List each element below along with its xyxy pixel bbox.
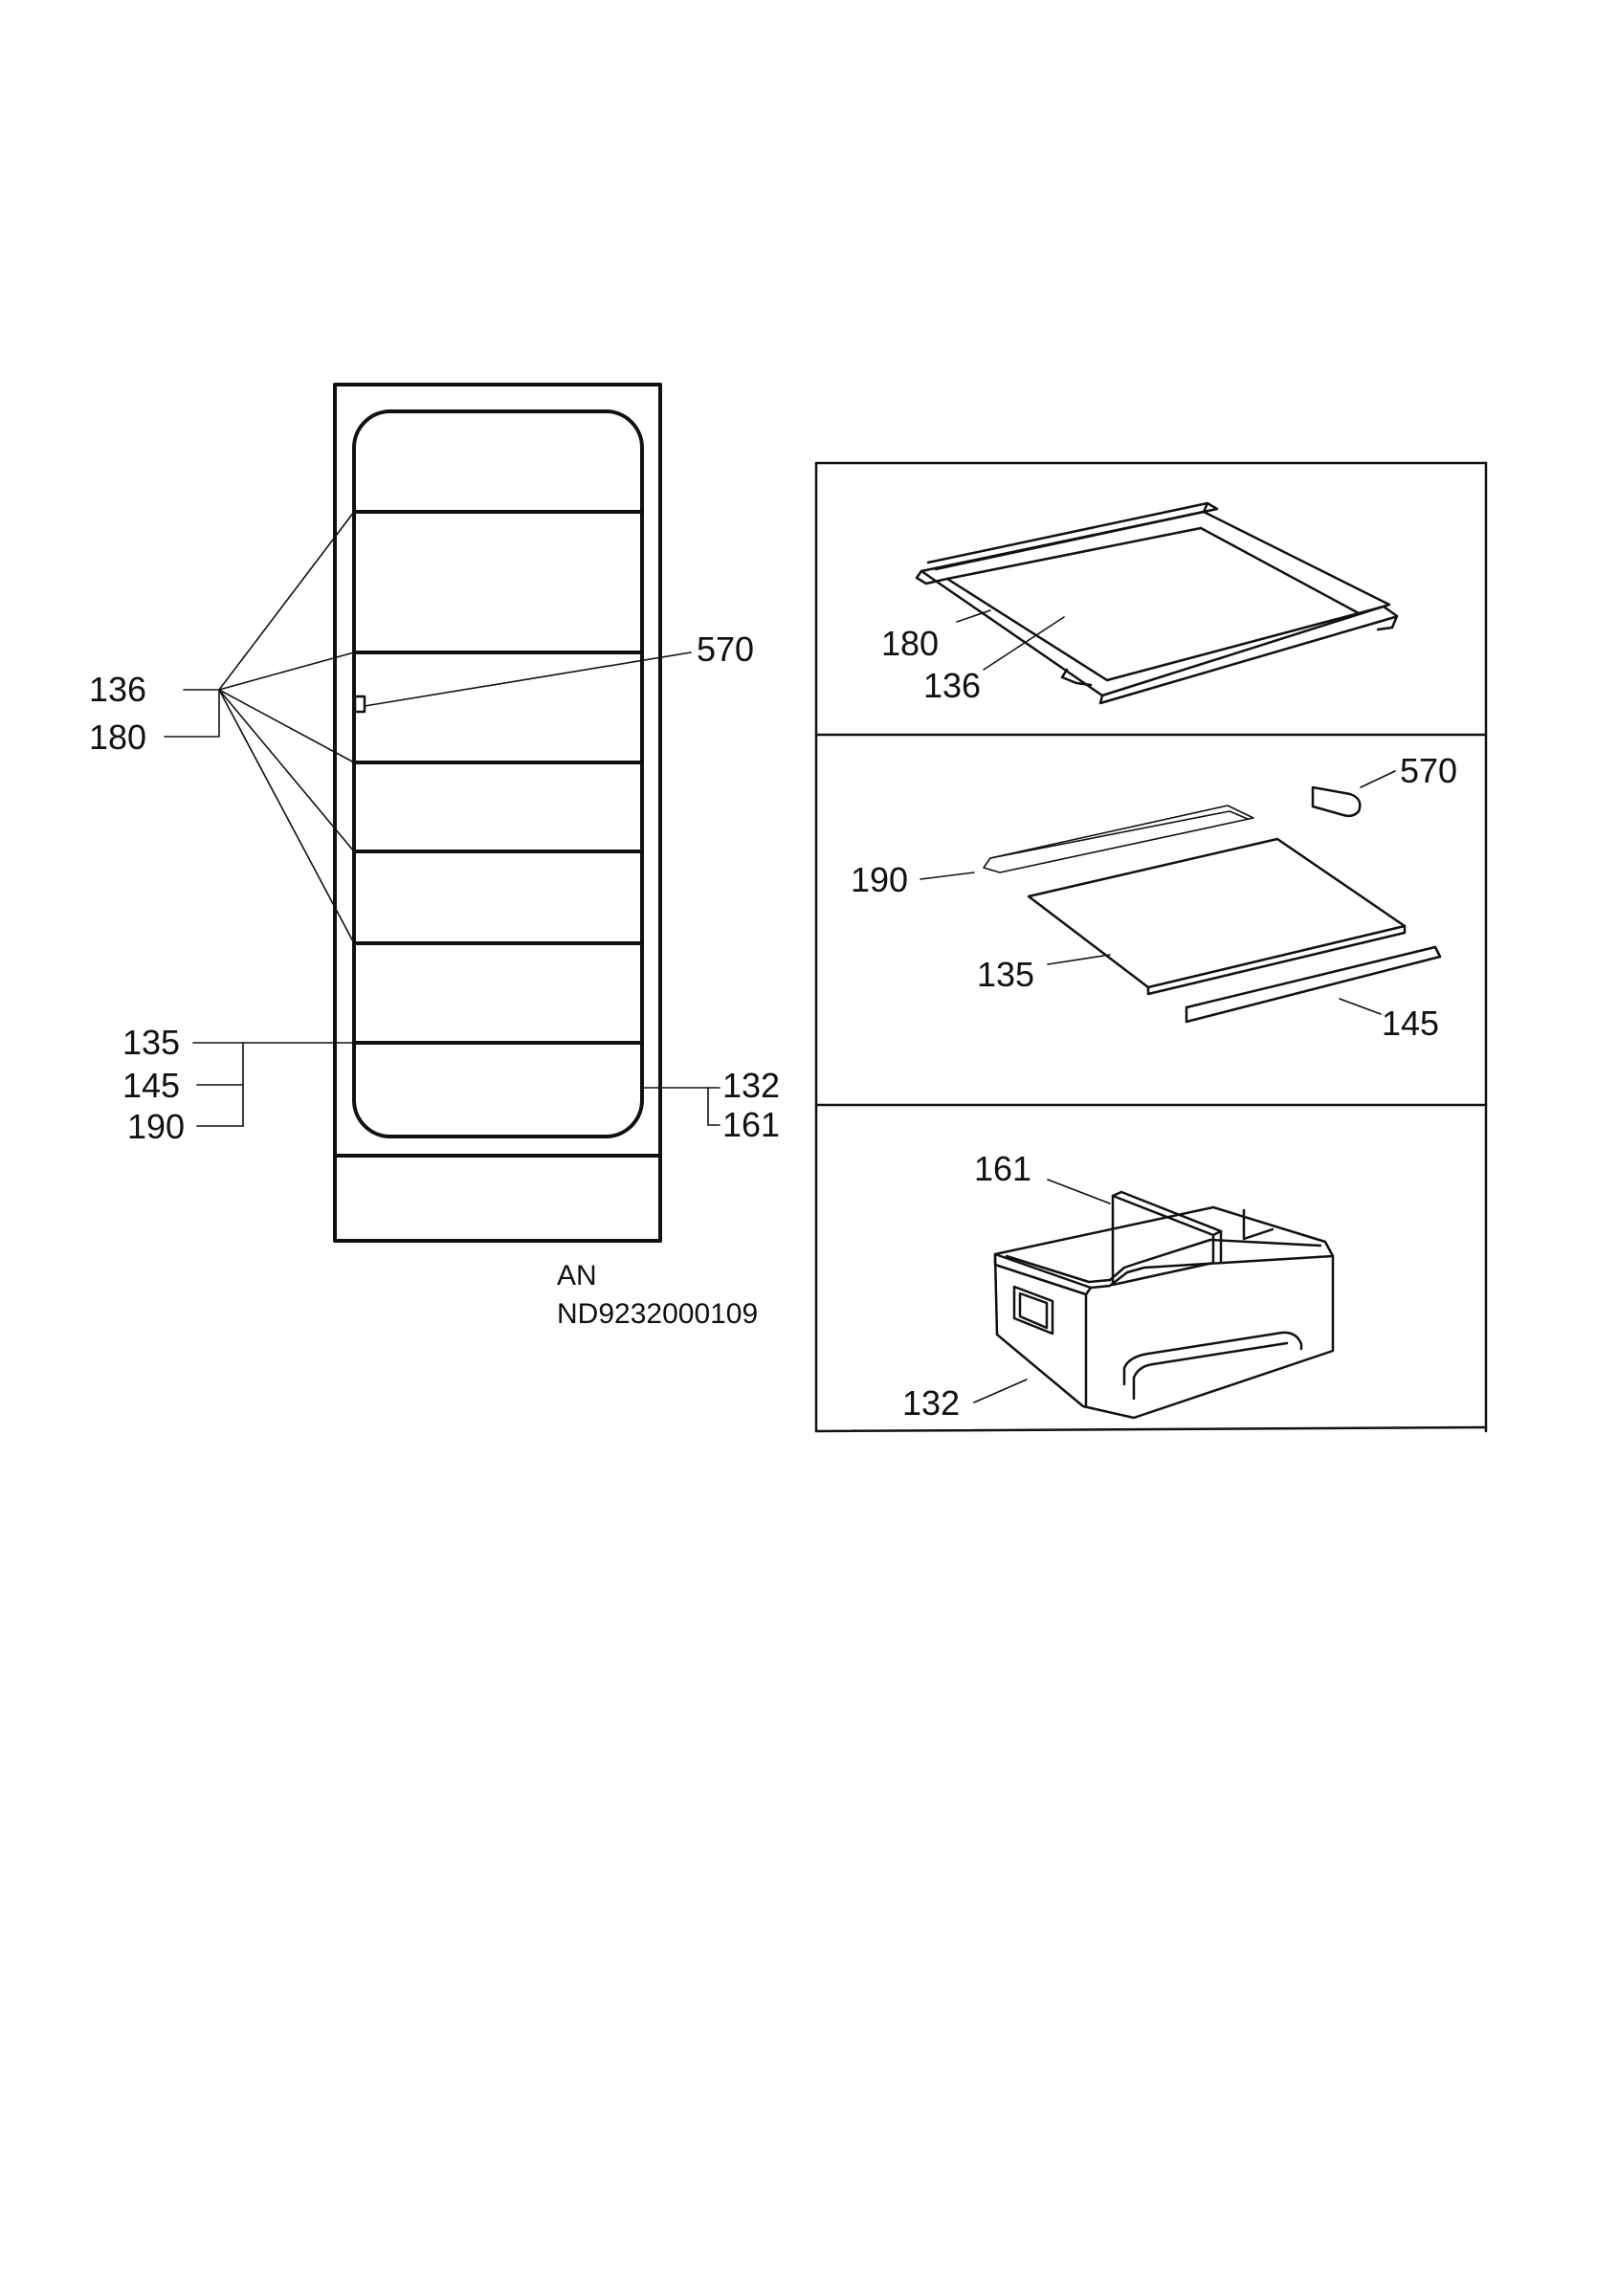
glass-plate-135 <box>1027 837 1407 989</box>
panel3-label-161: 161 <box>974 1149 1031 1188</box>
panel2-label-190: 190 <box>851 860 908 899</box>
label-145: 145 <box>122 1066 180 1105</box>
label-136: 136 <box>89 670 146 709</box>
divider-161 <box>1111 1194 1215 1287</box>
caption-line-1: AN <box>557 1260 597 1292</box>
shelf-glass-136 <box>945 526 1361 682</box>
detail-panels-frame <box>814 461 1488 1433</box>
panel-drawer: 161 132 <box>902 1149 1335 1423</box>
panel-shelf-frame: 180 136 <box>881 501 1399 705</box>
panel2-label-145: 145 <box>1382 1004 1439 1043</box>
panel1-label-136: 136 <box>923 666 981 705</box>
drawer-132 <box>993 1205 1335 1420</box>
appliance-overview: 136 180 570 135 145 190 132 161 AN ND923… <box>89 383 780 1330</box>
caption-line-2: ND9232000109 <box>557 1298 758 1330</box>
leader-fan-136-180 <box>164 511 355 944</box>
panel2-label-570: 570 <box>1400 751 1457 790</box>
cabinet-outline <box>333 383 662 1243</box>
panel1-label-180: 180 <box>881 624 939 663</box>
clip-570-marker <box>353 695 366 714</box>
label-180: 180 <box>89 718 146 757</box>
leader-bracket-132-161 <box>641 1087 720 1126</box>
label-190: 190 <box>127 1107 185 1146</box>
panel-glass-shelf: 570 190 135 145 <box>851 751 1457 1043</box>
inner-liner <box>352 409 644 1138</box>
label-161: 161 <box>722 1105 780 1144</box>
panel3-label-132: 132 <box>902 1383 960 1423</box>
rear-trim-190 <box>983 805 1254 873</box>
label-570: 570 <box>697 629 754 669</box>
label-135: 135 <box>122 1023 180 1062</box>
leader-570 <box>364 651 692 707</box>
label-132: 132 <box>722 1066 780 1105</box>
panel2-label-135: 135 <box>977 955 1034 994</box>
clip-570 <box>1311 785 1362 818</box>
leader-bracket-135-145-190 <box>192 1042 355 1127</box>
